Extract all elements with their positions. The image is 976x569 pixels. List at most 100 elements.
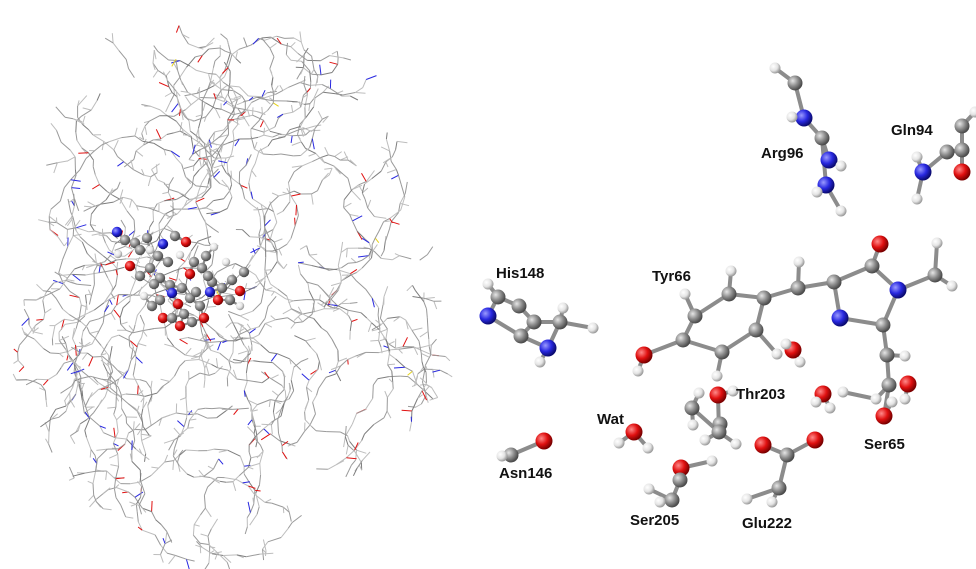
atom-t3: [675, 332, 691, 348]
atom-e5: [741, 493, 753, 505]
atom-s5: [899, 375, 917, 393]
atom-t15: [826, 274, 842, 290]
atom-t2: [632, 365, 644, 377]
atom-h4: [511, 298, 527, 314]
atom-sr2: [706, 455, 718, 467]
label-arg96: Arg96: [761, 145, 804, 162]
atom-sr6: [672, 472, 688, 488]
active-site-atoms: [479, 62, 976, 508]
label-tyr66: Tyr66: [652, 268, 691, 285]
atom-g5: [914, 163, 932, 181]
label-his148: His148: [496, 265, 544, 282]
atom-g1: [954, 118, 970, 134]
atom-s1: [881, 377, 897, 393]
atom-s4: [837, 386, 849, 398]
atom-th2: [727, 385, 739, 397]
atom-h7: [539, 339, 557, 357]
atom-t10: [771, 348, 783, 360]
atom-s7: [886, 396, 898, 408]
atom-t1: [635, 346, 653, 364]
label-ser205: Ser205: [630, 512, 679, 529]
atom-e2: [806, 431, 824, 449]
atom-a4: [786, 111, 798, 123]
label-asn146: Asn146: [499, 465, 552, 482]
atom-th9: [711, 424, 727, 440]
atom-w8: [613, 437, 625, 449]
atom-g3: [953, 163, 971, 181]
atom-a6: [820, 151, 838, 169]
atom-t11: [714, 344, 730, 360]
atom-e4: [771, 480, 787, 496]
atom-e3: [779, 447, 795, 463]
atom-th6: [730, 438, 742, 450]
atom-t8: [756, 290, 772, 306]
atom-t4: [687, 308, 703, 324]
atom-th7: [687, 419, 699, 431]
label-ser65: Ser65: [864, 436, 905, 453]
atom-t5: [679, 288, 691, 300]
atom-sr3: [664, 492, 680, 508]
atom-t22: [931, 237, 943, 249]
atom-h6: [513, 328, 529, 344]
atom-n3: [496, 450, 508, 462]
atom-h9: [552, 314, 568, 330]
atom-a5: [814, 130, 830, 146]
atom-t23: [946, 280, 958, 292]
atom-n2: [535, 432, 553, 450]
atom-s2: [875, 407, 893, 425]
atom-g8: [969, 106, 976, 118]
atom-g7: [911, 193, 923, 205]
atom-t19: [864, 258, 880, 274]
atom-w6: [824, 402, 836, 414]
atom-t14: [793, 256, 805, 268]
atom-a1: [769, 62, 781, 74]
atom-n1: [503, 447, 519, 463]
atom-a3: [795, 109, 813, 127]
atom-w9: [642, 442, 654, 454]
atom-a10: [811, 186, 823, 198]
atom-t6: [721, 286, 737, 302]
atom-t17: [875, 317, 891, 333]
atom-h10: [587, 322, 599, 334]
atom-t25: [899, 350, 911, 362]
atom-th4: [684, 400, 700, 416]
atom-t7: [725, 265, 737, 277]
residue-labels: Arg96 Gln94 His148 Tyr66 Thr203 Wat Ser6…: [496, 122, 933, 532]
atom-t13: [790, 280, 806, 296]
protein-wireframe: [12, 25, 453, 569]
atom-h5: [526, 314, 542, 330]
atom-h8: [534, 356, 546, 368]
atom-sr4: [643, 483, 655, 495]
label-gln94: Gln94: [891, 122, 933, 139]
atom-s6: [899, 393, 911, 405]
atom-t21: [927, 267, 943, 283]
atom-h3: [482, 278, 494, 290]
atom-e1: [754, 436, 772, 454]
atom-t24: [879, 347, 895, 363]
atom-th8: [693, 387, 705, 399]
atom-w5: [810, 396, 822, 408]
atom-t9: [748, 322, 764, 338]
label-glu222: Glu222: [742, 515, 792, 532]
atom-sr5: [654, 496, 666, 508]
atom-sr1: [672, 459, 690, 477]
atom-a2: [787, 75, 803, 91]
atom-h11: [557, 302, 569, 314]
atom-t20: [871, 235, 889, 253]
atom-w3: [794, 356, 806, 368]
atom-a7: [835, 160, 847, 172]
atom-w7: [625, 423, 643, 441]
atom-t18: [889, 281, 907, 299]
atom-h1: [479, 307, 497, 325]
label-wat: Wat: [597, 411, 624, 428]
atom-g4: [939, 144, 955, 160]
atom-a9: [835, 205, 847, 217]
label-thr203: Thr203: [736, 386, 785, 403]
atom-th5: [699, 434, 711, 446]
atom-w2: [780, 338, 792, 350]
atom-g6: [911, 151, 923, 163]
atom-g2: [954, 142, 970, 158]
atom-t12: [711, 370, 723, 382]
atom-e6: [766, 496, 778, 508]
